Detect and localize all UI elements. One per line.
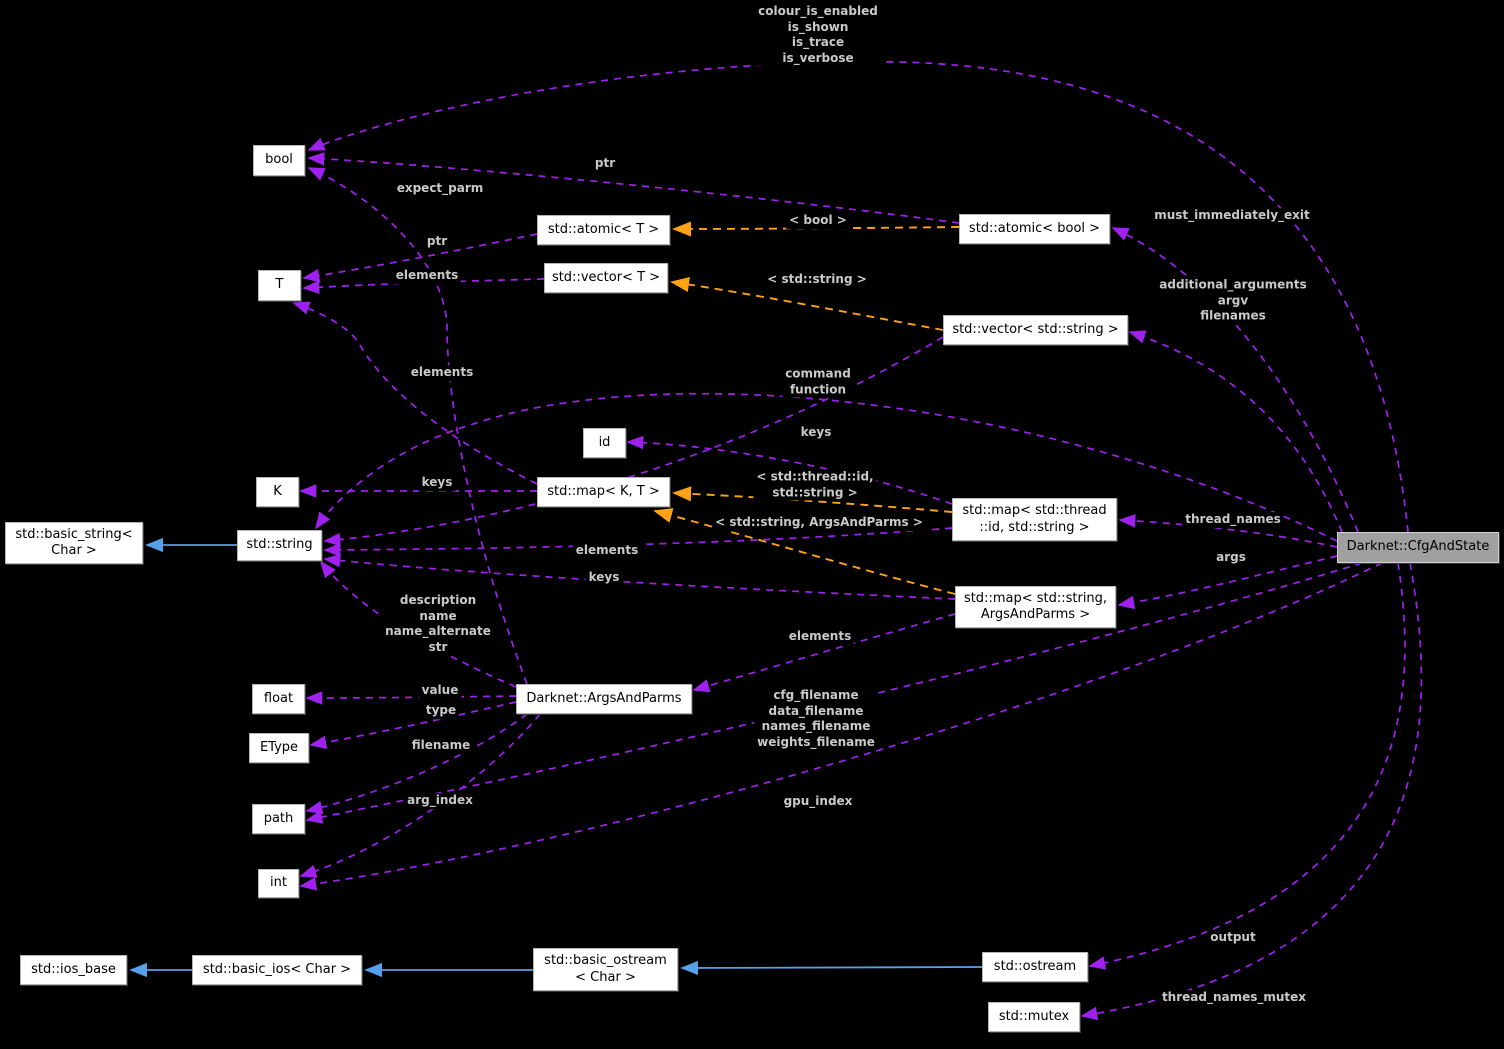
edge-label-arg-index: arg_index <box>404 793 476 809</box>
node-darknet-argsandparms[interactable]: Darknet::ArgsAndParms <box>516 684 692 714</box>
node-darknet-cfgandstate[interactable]: Darknet::CfgAndState <box>1337 532 1499 563</box>
edge-mapthread-mapkt-template <box>672 486 953 513</box>
edge-mapargs-argsandparms-elements <box>692 613 956 693</box>
node-std-vector-string[interactable]: std::vector< std::string > <box>943 315 1128 345</box>
edge-cfg-vectorstring-additional <box>1128 330 1343 533</box>
edge-mapthread-id-keys <box>626 435 953 505</box>
node-std-basic-ios[interactable]: std::basic_ios< Char > <box>192 955 362 985</box>
edge-mapargs-string-keys <box>323 553 956 600</box>
edge-label-colour-flags: colour_is_enabled is_shown is_trace is_v… <box>755 3 881 67</box>
node-t[interactable]: T <box>258 270 301 301</box>
node-std-atomic-t[interactable]: std::atomic< T > <box>537 215 670 245</box>
edge-label-template-bool: < bool > <box>786 213 850 229</box>
edge-argsandparms-float-value <box>305 691 517 705</box>
edge-label-must-immediately-exit: must_immediately_exit <box>1151 208 1313 224</box>
node-int[interactable]: int <box>258 869 299 898</box>
edge-label-args: args <box>1213 550 1249 566</box>
node-std-basic-string[interactable]: std::basic_string< Char > <box>5 522 143 564</box>
edge-atomict-t-ptr <box>302 233 538 283</box>
edge-label-keys-map-args: keys <box>585 570 623 586</box>
node-id[interactable]: id <box>583 428 626 458</box>
node-k[interactable]: K <box>256 477 299 507</box>
edge-label-value: value <box>418 683 462 699</box>
edge-cfg-mapthread-thread-names <box>1118 514 1338 548</box>
edge-vectorstring-vectort-template <box>670 276 944 331</box>
edge-mapkt-t-elements <box>292 301 538 485</box>
node-std-string[interactable]: std::string <box>237 530 322 561</box>
edge-argsandparms-int-arg-index <box>299 713 541 878</box>
node-std-basic-ostream[interactable]: std::basic_ostream < Char > <box>533 948 678 991</box>
node-path[interactable]: path <box>252 804 305 834</box>
node-std-map-kt[interactable]: std::map< K, T > <box>537 477 670 507</box>
edge-argsandparms-path-filename <box>305 713 528 815</box>
node-std-ostream[interactable]: std::ostream <box>982 952 1088 982</box>
node-bool[interactable]: bool <box>253 145 305 176</box>
edge-cfg-mapargs-args <box>1117 555 1338 610</box>
edge-label-ptr-atomic-bool: ptr <box>591 156 619 172</box>
edge-cfg-string-command-function <box>315 392 1338 542</box>
node-std-map-string-argsandparms[interactable]: std::map< std::string, ArgsAndParms > <box>955 586 1116 628</box>
edge-label-expect-parm: expect_parm <box>393 181 487 197</box>
edge-label-command-function: command function <box>782 366 854 398</box>
edge-label-description-name: description name name_alternate str <box>382 592 494 656</box>
edge-label-filename: filename <box>408 738 474 754</box>
edge-label-elements-map-kt: elements <box>407 365 477 381</box>
edge-cfg-bool-flags <box>307 60 1409 533</box>
node-float[interactable]: float <box>252 684 305 714</box>
edge-label-thread-names: thread_names <box>1182 512 1284 528</box>
edge-label-type: type <box>422 703 460 719</box>
edge-label-keys-map-kt: keys <box>418 475 456 491</box>
edge-label-elements-vector-string: elements <box>572 543 642 559</box>
edge-mapargs-mapkt-template <box>653 508 956 595</box>
edge-label-ptr-atomic-t: ptr <box>423 234 451 250</box>
edge-cfg-ostream-output <box>1088 562 1406 970</box>
edge-label-thread-names-mutex: thread_names_mutex <box>1158 990 1310 1006</box>
edge-label-template-string: < std::string > <box>764 272 870 288</box>
edge-label-gpu-index: gpu_index <box>780 794 856 810</box>
node-std-mutex[interactable]: std::mutex <box>988 1002 1080 1032</box>
edge-label-keys-thread: keys <box>797 425 835 441</box>
edge-cfg-int-gpu-index <box>299 562 1383 891</box>
edge-label-template-thread: < std::thread::id, std::string > <box>753 469 877 501</box>
edge-cfg-atomicbool-must-exit <box>1111 227 1359 533</box>
edge-label-cfg-filenames: cfg_filename data_filename names_filenam… <box>754 687 878 751</box>
edge-cfg-mutex-thread-names-mutex <box>1080 562 1423 1021</box>
edge-argsandparms-etype-type <box>309 701 517 750</box>
edge-label-output: output <box>1207 930 1259 946</box>
node-std-map-threadid-string[interactable]: std::map< std::thread ::id, std::string … <box>952 498 1117 541</box>
edge-ostream-basicostream-inherit <box>680 960 983 976</box>
edge-label-additional-arguments: additional_arguments argv filenames <box>1156 277 1310 325</box>
edge-label-template-args: < std::string, ArgsAndParms > <box>712 515 926 531</box>
node-std-atomic-bool[interactable]: std::atomic< bool > <box>959 214 1110 244</box>
edge-label-elements-vector-t: elements <box>392 268 462 284</box>
node-std-ios-base[interactable]: std::ios_base <box>20 955 127 985</box>
node-etype[interactable]: EType <box>249 733 309 763</box>
node-std-vector-t[interactable]: std::vector< T > <box>544 263 668 293</box>
edge-label-elements-map-args: elements <box>785 629 855 645</box>
